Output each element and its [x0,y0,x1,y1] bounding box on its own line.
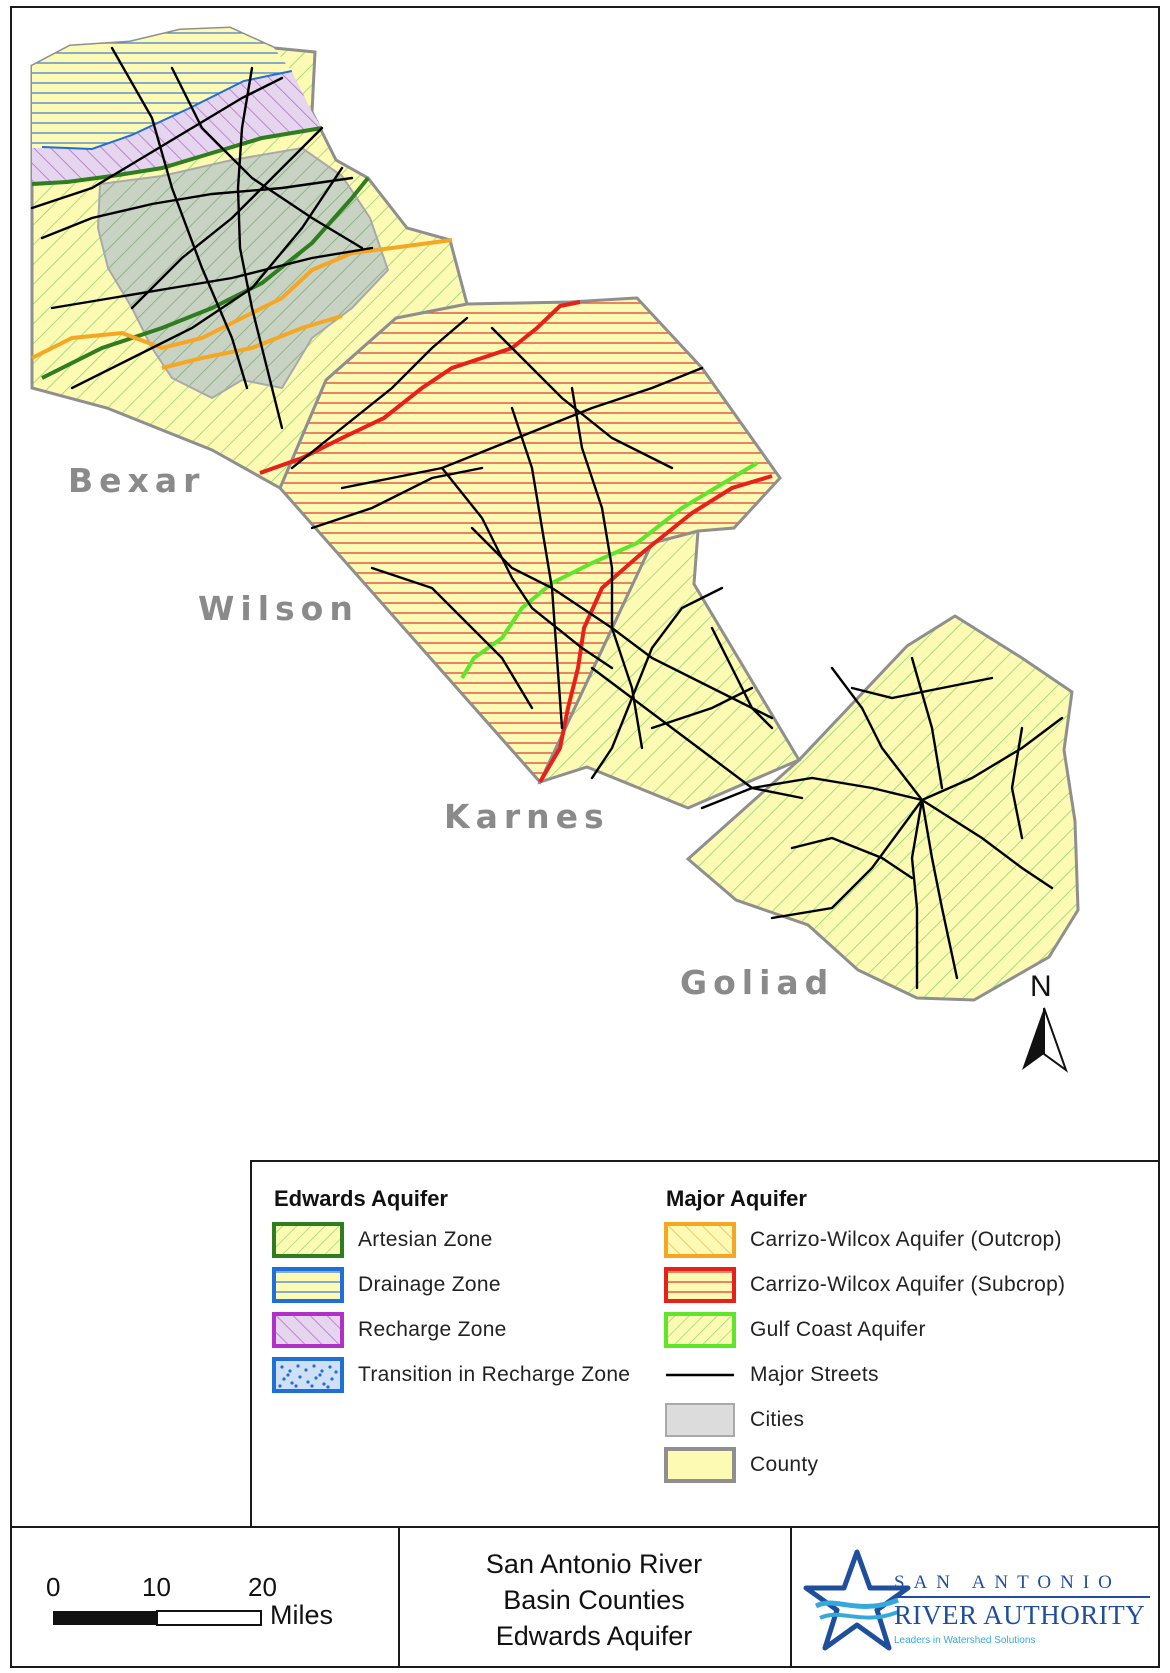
county-goliad [685,614,1080,1002]
scale-tick-20: 20 [248,1572,277,1602]
north-arrow: N [1022,970,1069,1073]
legend-label: Major Streets [750,1363,879,1386]
legend-label: Transition in Recharge Zone [358,1363,631,1386]
logo-tagline: Leaders in Watershed Solutions [894,1635,1036,1646]
legend-item-recharge-zone: Recharge Zone [272,1310,507,1350]
map-title: San Antonio River Basin Counties Edwards… [398,1528,792,1666]
major-streets [30,46,1064,990]
map-canvas: Bexar Wilson Karnes Goliad N [30,26,1080,1073]
drainage-zone-swatch [272,1267,344,1303]
legend-heading-major: Major Aquifer [666,1186,807,1211]
logo-line-1: SAN ANTONIO [894,1572,1121,1593]
scale-tick-0: 0 [46,1572,61,1602]
legend-label: Gulf Coast Aquifer [750,1318,926,1341]
county-label-goliad: Goliad [680,963,834,1002]
legend-label: Drainage Zone [358,1273,501,1296]
legend-item-major-streets: Major Streets [664,1355,879,1395]
scale-unit: Miles [270,1600,334,1630]
transition-zone-swatch [272,1357,344,1393]
logo-text: SAN ANTONIO RIVER AUTHORITY Leaders in W… [894,1572,1150,1646]
logo-line-2: RIVER AUTHORITY [894,1600,1146,1630]
carrizo-subcrop-swatch [664,1267,736,1303]
legend-item-artesian-zone: Artesian Zone [272,1220,493,1260]
sara-logo: SAN ANTONIO RIVER AUTHORITY Leaders in W… [790,1528,1158,1666]
scale-bar-graphic [53,1610,262,1626]
legend-item-carrizo-outcrop: Carrizo-Wilcox Aquifer (Outcrop) [664,1220,1062,1260]
artesian-zone-swatch [272,1222,344,1258]
legend-item-carrizo-subcrop: Carrizo-Wilcox Aquifer (Subcrop) [664,1265,1065,1305]
legend-label: Recharge Zone [358,1318,507,1341]
legend-heading-edwards: Edwards Aquifer [274,1186,448,1211]
recharge-zone-swatch [272,1312,344,1348]
map-legend: Edwards Aquifer Major Aquifer Artesian Z… [250,1160,1158,1526]
major-streets-swatch [666,1373,734,1377]
legend-label: County [750,1453,819,1476]
title-line-1: San Antonio River [485,1549,703,1579]
scale-tick-10: 10 [142,1572,171,1602]
legend-item-gulf-coast: Gulf Coast Aquifer [664,1310,926,1350]
carrizo-outcrop-swatch [664,1222,736,1258]
city-area [96,146,390,400]
star-logo-icon [803,1549,911,1651]
map-frame: Bexar Wilson Karnes Goliad N Edwards Aqu… [10,6,1160,1668]
legend-item-county: County [664,1445,818,1485]
county-swatch [664,1447,736,1483]
legend-label: Cities [750,1408,805,1431]
scale-bar: 0 10 20 Miles [12,1528,400,1666]
title-line-3: Edwards Aquifer [495,1621,693,1651]
cities-swatch [665,1403,735,1437]
legend-label: Artesian Zone [358,1228,493,1251]
legend-label: Carrizo-Wilcox Aquifer (Subcrop) [750,1273,1066,1296]
county-label-bexar: Bexar [68,461,205,500]
legend-item-transition-zone: Transition in Recharge Zone [272,1355,630,1395]
legend-item-drainage-zone: Drainage Zone [272,1265,501,1305]
gulf-coast-swatch [664,1312,736,1348]
map-footer: 0 10 20 Miles San Antonio River Basin Co… [12,1526,1158,1666]
north-arrow-label: N [1030,970,1052,1003]
recharge-zone [32,72,322,184]
legend-item-cities: Cities [664,1400,804,1440]
legend-label: Carrizo-Wilcox Aquifer (Outcrop) [750,1228,1062,1251]
drainage-zone [32,28,292,150]
title-line-2: Basin Counties [503,1585,685,1615]
county-label-wilson: Wilson [198,589,359,628]
county-label-karnes: Karnes [444,797,610,836]
